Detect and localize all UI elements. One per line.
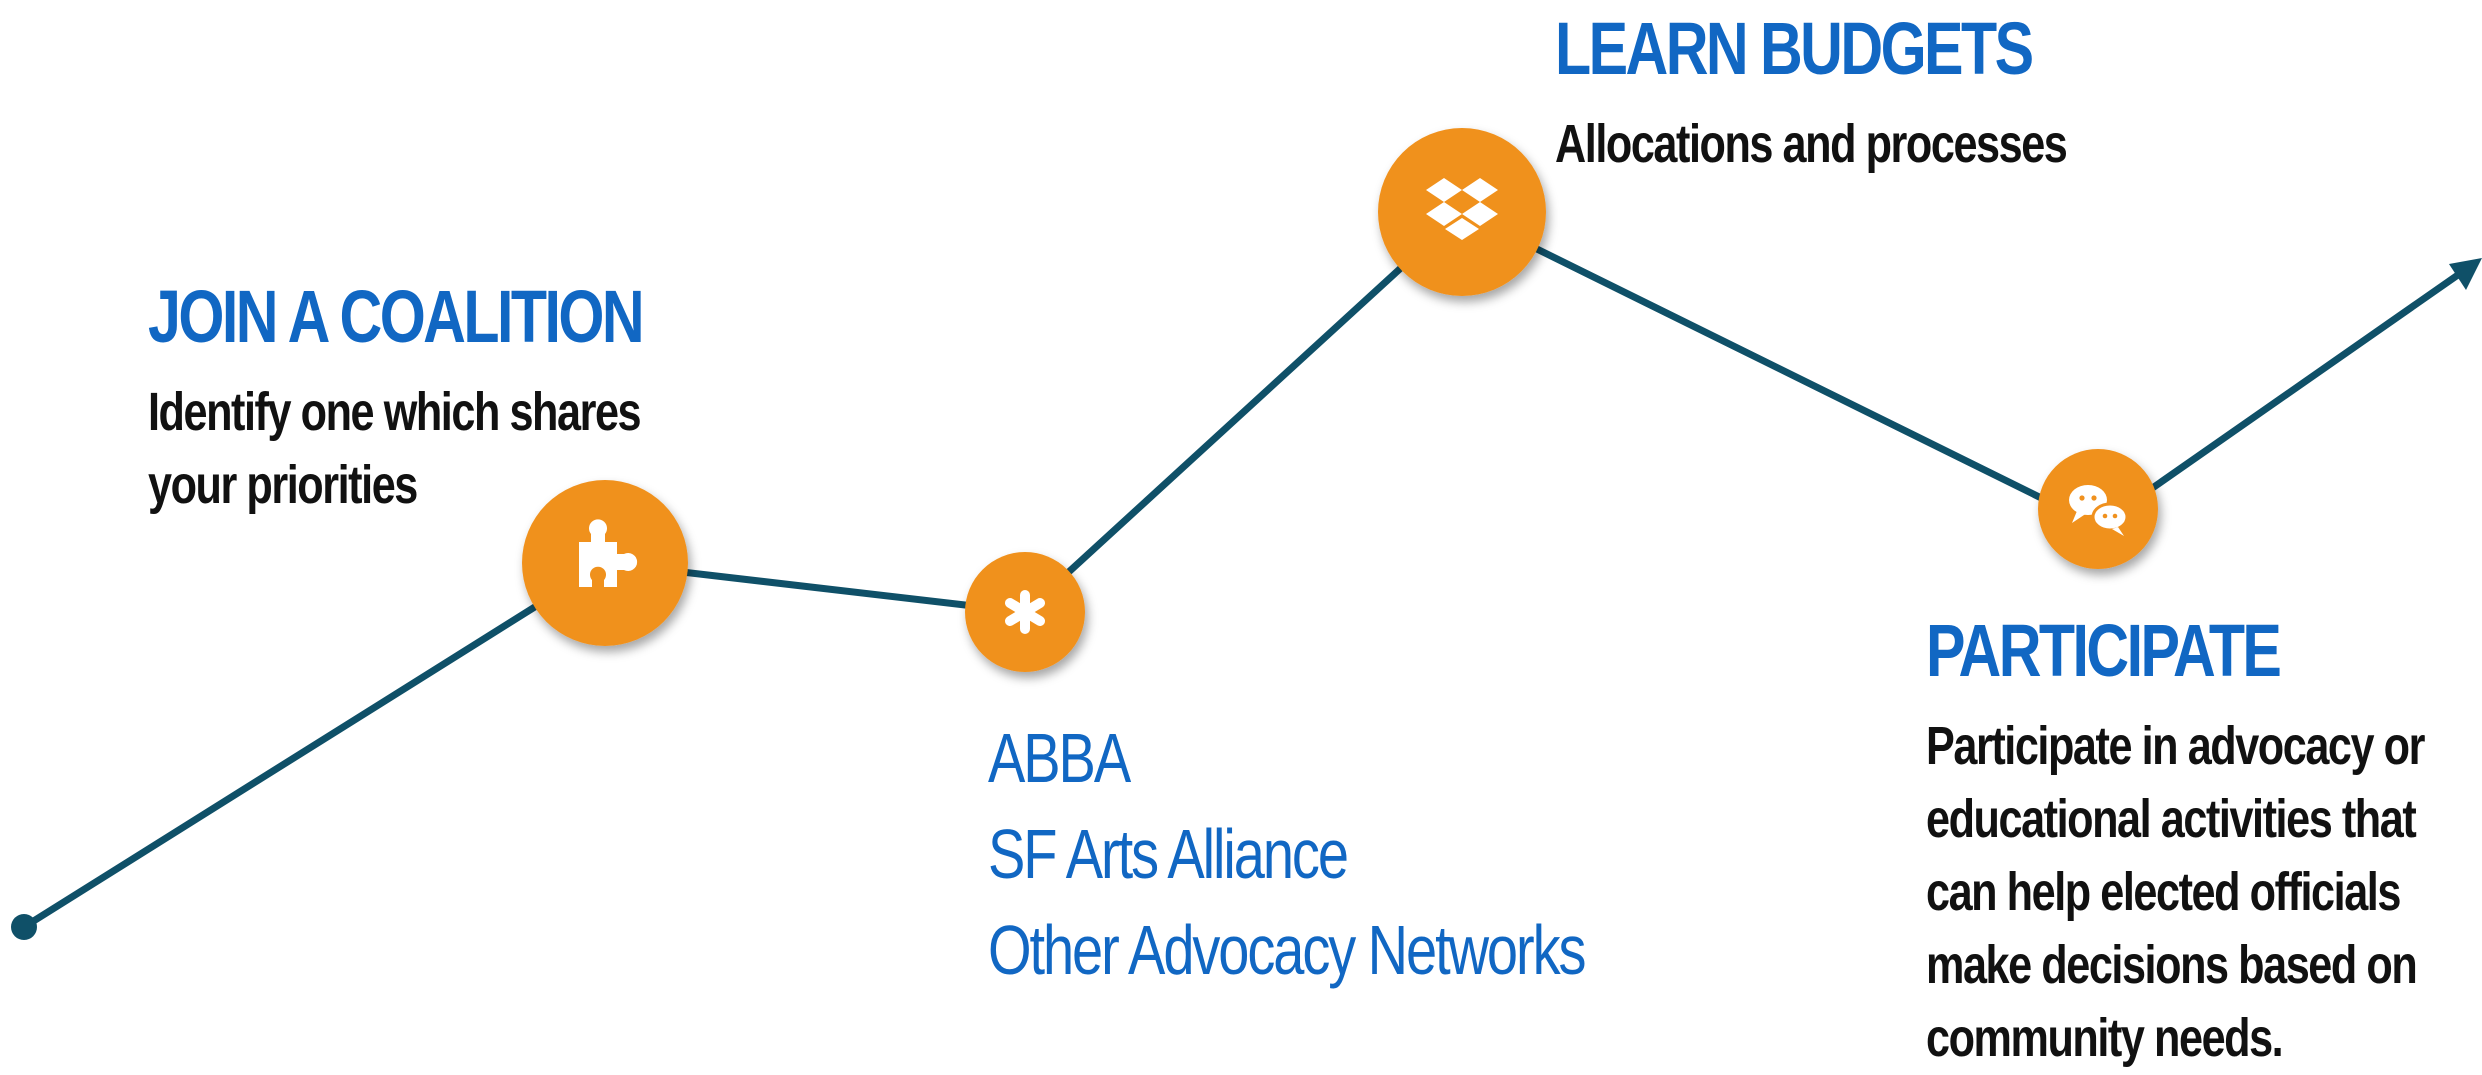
node-learn-budgets <box>1378 128 1546 296</box>
learn-budgets-description: Allocations and processes <box>1555 114 2068 174</box>
puzzle-piece-icon <box>579 519 638 587</box>
network-sf-arts-alliance: SF Arts Alliance <box>988 815 1349 893</box>
chat-bubbles-icon <box>2069 485 2129 536</box>
node-participate <box>2038 449 2158 569</box>
node-networks <box>965 552 1085 672</box>
join-coalition-description-line-1: Identify one which shares <box>148 382 642 442</box>
network-abba: ABBA <box>988 719 1131 797</box>
trend-start-dot <box>11 914 37 940</box>
network-other-advocacy: Other Advocacy Networks <box>988 911 1586 989</box>
participate-description-line-1: Participate in advocacy or <box>1926 716 2425 776</box>
trend-arrowhead <box>2449 258 2482 290</box>
participate-description-line-2: educational activities that <box>1926 789 2417 849</box>
trend-line <box>20 208 2469 931</box>
advocacy-networks-list: ABBA SF Arts Alliance Other Advocacy Net… <box>988 710 1586 998</box>
dropbox-icon <box>1426 178 1498 240</box>
participate-description-line-4: make decisions based on <box>1926 935 2418 995</box>
learn-budgets-title: LEARN BUDGETS <box>1555 7 2034 90</box>
participate-description-line-5: community needs. <box>1926 1008 2284 1068</box>
join-coalition-title: JOIN A COALITION <box>148 275 645 358</box>
participate-title: PARTICIPATE <box>1926 609 2282 692</box>
participate-description-line-3: can help elected officials <box>1926 862 2401 922</box>
join-coalition-description-line-2: your priorities <box>148 455 418 515</box>
asterisk-icon <box>1005 590 1045 634</box>
node-join-coalition <box>522 480 688 646</box>
